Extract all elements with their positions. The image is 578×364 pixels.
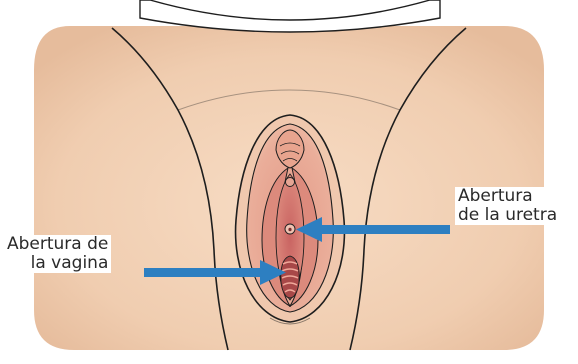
vagina-arrow-shaft [144, 268, 264, 277]
urethra-label-line1: Abertura [458, 187, 557, 206]
urethra-arrow-shaft [318, 225, 450, 234]
vagina-label-line1: Abertura de [7, 235, 108, 254]
urethra-opening-label: Abertura de la uretra [455, 187, 560, 225]
urethra-label-line2: de la uretra [458, 206, 557, 225]
vaginal-opening-label: Abertura de la vagina [4, 235, 111, 273]
clitoris [286, 178, 295, 187]
vagina-label-line2: la vagina [7, 254, 108, 273]
urethral-opening-center [288, 228, 291, 232]
